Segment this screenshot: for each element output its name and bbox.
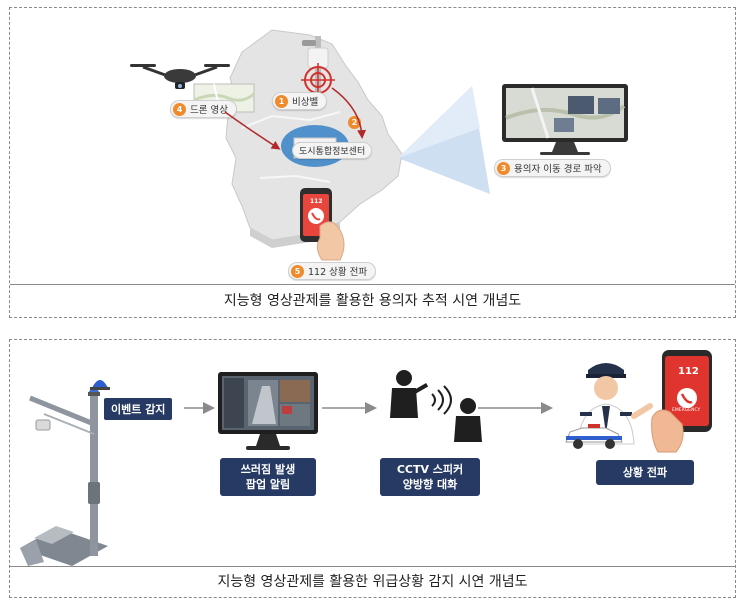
top-caption-row: 지능형 영상관제를 활용한 용의자 추적 시연 개념도 (10, 284, 735, 317)
phone-112-text: 112 (310, 198, 323, 205)
popup-alert-line-1: 쓰러짐 발생 (240, 463, 296, 476)
broadcast-box: 상황 전파 (596, 460, 694, 485)
event-detection-text: 이벤트 감지 (111, 403, 166, 416)
cctv-speaker-line-1: CCTV 스피커 (396, 463, 464, 476)
popup-alert-box: 쓰러짐 발생 팝업 알림 (220, 458, 316, 496)
step-5-label: 112 상황 전파 (308, 267, 368, 278)
step-5-112-broadcast: 5 112 상황 전파 (288, 262, 377, 280)
two-way-talk-icon (390, 370, 482, 442)
step-3-number: 3 (497, 161, 510, 175)
broadcast-line-1: 상황 전파 (622, 466, 668, 479)
alarm-light-icon (90, 380, 110, 390)
top-caption: 지능형 영상관제를 활용한 용의자 추적 시연 개념도 (223, 293, 522, 309)
process-arrows (184, 402, 553, 414)
step-4-drone-video: 4 드론 영상 (170, 100, 237, 118)
cctv-pole-street-icon (20, 387, 108, 566)
drone-icon (130, 64, 230, 89)
suspect-tracking-panel: 1 비상벨 4 드론 영상 2 (9, 7, 736, 318)
step-1-label: 비상벨 (292, 97, 319, 108)
emergency-detection-diagram: 이벤트 감지 쓰러짐 발생 (10, 340, 735, 567)
cctv-speaker-box: CCTV 스피커 양방향 대화 (380, 458, 480, 496)
step-3-suspect-route: 3 용의자 이동 경로 파악 (494, 159, 611, 177)
step-5-number: 5 (291, 264, 304, 278)
suspect-tracking-diagram: 1 비상벨 4 드론 영상 2 (10, 8, 735, 285)
popup-alert-line-2: 팝업 알림 (245, 478, 291, 491)
smartphone-112-icon (300, 188, 345, 261)
step-4-label: 드론 영상 (190, 105, 228, 116)
cctv-speaker-line-2: 양방향 대화 (402, 478, 458, 491)
flow-arrows (224, 87, 367, 150)
information-center-label: 도시통합정보센터 (292, 142, 373, 159)
bottom-caption-row: 지능형 영상관제를 활용한 위급상황 감지 시연 개념도 (10, 566, 735, 597)
popup-monitor-icon (218, 372, 318, 450)
police-car-icon (565, 424, 623, 449)
emergency-detection-panel: 이벤트 감지 쓰러짐 발생 (9, 339, 736, 598)
bottom-caption: 지능형 영상관제를 활용한 위급상황 감지 시연 개념도 (217, 574, 528, 590)
step-4-number: 4 (173, 102, 186, 116)
emergency-phone-112-text: 112 (678, 366, 699, 377)
emergency-phone-subtext: EMERGENCY (672, 408, 701, 413)
emergency-phone-icon (651, 350, 712, 453)
step-1-number: 1 (275, 94, 288, 108)
information-center-text: 도시통합정보센터 (299, 147, 366, 157)
step-3-label: 용의자 이동 경로 파악 (514, 164, 602, 175)
step-1-emergency-bell: 1 비상벨 (272, 92, 328, 110)
tracking-monitor-icon (502, 84, 628, 155)
event-detection-label: 이벤트 감지 (104, 398, 173, 420)
